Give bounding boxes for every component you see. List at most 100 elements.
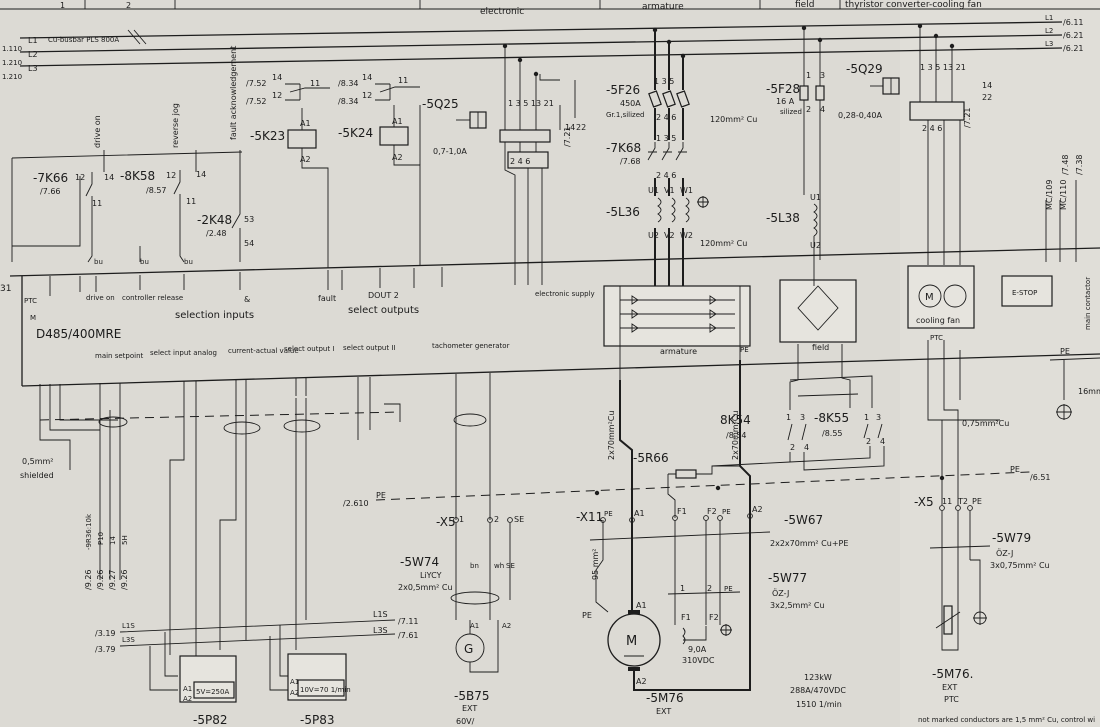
- armature-thyristor-box: [603, 285, 751, 347]
- svg-text:A2: A2: [752, 505, 763, 514]
- svg-text:MC/110: MC/110: [1059, 180, 1068, 210]
- svg-text:PE: PE: [1060, 347, 1070, 356]
- svg-text:A2: A2: [502, 622, 511, 630]
- header-thyristor-cooling-fan: thyristor converter-cooling fan: [845, 0, 982, 10]
- busbar-l2-ref-left: 1.210: [2, 59, 22, 67]
- relay-5k23: -5K23 A1 A2: [250, 108, 329, 268]
- svg-text:2x70mm²Cu: 2x70mm²Cu: [607, 411, 616, 460]
- svg-text:A1: A1: [392, 117, 403, 126]
- svg-text:/3.79: /3.79: [95, 645, 116, 654]
- cable-5w74: -5W74 LiYCY 2x0,5mm² Cu bn wh SE: [398, 555, 515, 605]
- svg-text:4: 4: [820, 105, 825, 114]
- contactor-7k68: -7K68 /7.68 1 3 5 2 4 6: [606, 134, 690, 180]
- svg-text:2: 2: [790, 443, 795, 452]
- converter-dout2: DOUT 2: [368, 291, 399, 300]
- svg-text:1: 1: [806, 71, 811, 80]
- converter-ref-31: 31: [0, 284, 11, 294]
- svg-text:ÖZ-J: ÖZ-J: [772, 588, 789, 598]
- busbar-l3-right: L3: [1045, 40, 1053, 48]
- relay-5k24: -5K24 A1 A2: [338, 105, 421, 265]
- cable-5w67-name: -5W67: [784, 513, 823, 527]
- svg-text:wh: wh: [494, 562, 504, 570]
- svg-text:120mm² Cu: 120mm² Cu: [700, 239, 747, 248]
- ptc-terminal-x5: -X5 11 T2 PE 0,75mm²Cu: [914, 340, 1009, 640]
- converter-drive-on: drive on: [86, 294, 115, 302]
- busbar-l1-label: L1: [28, 36, 38, 45]
- field-rectifier-icon: [797, 285, 839, 331]
- converter-top-border: [9, 247, 1100, 277]
- svg-text:/9.26: /9.26: [84, 569, 93, 590]
- motor-5m76: M A1 A2 PE 95 mm² F1 F2 9,0A 310VDC -5M7…: [582, 516, 846, 716]
- header-column-2: 2: [126, 1, 131, 10]
- svg-text:1510 1/min: 1510 1/min: [796, 700, 842, 709]
- ptc-x5-name: -X5: [914, 495, 934, 509]
- svg-text:4: 4: [880, 437, 885, 446]
- svg-text:silized: silized: [780, 108, 802, 116]
- svg-text:0,75mm²Cu: 0,75mm²Cu: [962, 419, 1009, 428]
- busbar-l3-ref-right: /6.21: [1063, 44, 1084, 53]
- ptc-5m76: -5M76. EXT PTC: [932, 559, 987, 704]
- svg-text:/7.38: /7.38: [1075, 154, 1084, 175]
- tacho-5b75-name: -5B75: [454, 689, 489, 703]
- converter-select-input-analog: select input analog: [150, 349, 217, 357]
- svg-text:A1: A1: [290, 678, 299, 686]
- svg-text:bu: bu: [184, 258, 193, 266]
- cable-5w79-name: -5W79: [992, 531, 1031, 545]
- shield-ellipse-4: [453, 413, 487, 427]
- armature-box-label: armature: [660, 347, 697, 356]
- svg-text:PE: PE: [740, 346, 749, 354]
- tacho-5b75: G A1 A2 -5B75 EXT 60V/: [454, 620, 511, 726]
- svg-text:U2: U2: [810, 241, 821, 250]
- cable-5w74-name: -5W74: [400, 555, 439, 569]
- svg-text:11: 11: [398, 76, 408, 85]
- svg-text:shielded: shielded: [20, 471, 54, 480]
- motor-terminal-x11: -X11 PE A1 F1 F2 PE A2: [576, 505, 763, 524]
- contacts-8k54-8k55: 8K54 /8.54 -8K55 /8.55 1 3 2 4 1 3 2 4: [711, 344, 885, 471]
- svg-text:MC/109: MC/109: [1045, 180, 1054, 210]
- meter-5p82-name: -5P82: [193, 713, 227, 727]
- svg-text:bu: bu: [94, 258, 103, 266]
- svg-text:14: 14: [104, 173, 114, 182]
- svg-text:0,28-0,40A: 0,28-0,40A: [838, 111, 883, 120]
- signal-wiring: 0,5mm² shielded: [20, 391, 491, 670]
- svg-text:W2: W2: [680, 231, 693, 240]
- svg-text:5V=250A: 5V=250A: [196, 688, 229, 696]
- breaker-5q25-name: -5Q25: [422, 97, 459, 111]
- reactor-5l38-name: -5L38: [766, 211, 800, 225]
- right-pe-ground: PE 16mm²: [1049, 347, 1100, 420]
- resistor-5r66: -5R66: [633, 451, 740, 518]
- cable-5w67: -5W67 2x2x70mm² Cu+PE: [589, 513, 848, 548]
- svg-text:L3S: L3S: [122, 636, 135, 644]
- svg-text:11: 11: [186, 197, 196, 206]
- svg-text:A1: A1: [470, 622, 479, 630]
- svg-text:/3.19: /3.19: [95, 629, 116, 638]
- shield-ellipse-1: [98, 416, 128, 428]
- main-contactor-label: main contactor: [1084, 277, 1092, 330]
- svg-text:2x70mm²Cu: 2x70mm²Cu: [731, 411, 740, 460]
- svg-text:/8.34: /8.34: [338, 79, 359, 88]
- meter-5p83: A1 A2 10V=70 1/min -5P83: [287, 653, 351, 727]
- svg-text:A1: A1: [183, 685, 192, 693]
- fuses-5f26-name: -5F26: [606, 83, 640, 97]
- svg-text:L1S: L1S: [122, 622, 135, 630]
- busbar-l3-label: L3: [28, 64, 38, 73]
- svg-text:1 3 5 13 21: 1 3 5 13 21: [920, 63, 966, 72]
- svg-text:PE: PE: [604, 510, 613, 518]
- converter-electronic-supply: electronic supply: [535, 290, 595, 298]
- svg-text:A1: A1: [300, 119, 311, 128]
- svg-text:A2: A2: [392, 153, 403, 162]
- svg-text:2: 2: [866, 437, 871, 446]
- svg-text:2x0,5mm² Cu: 2x0,5mm² Cu: [398, 583, 453, 592]
- svg-text:14: 14: [272, 73, 282, 82]
- busbar-group: 1.110 1.210 1.210 L1 L2 L3 Cu-busbar PLS…: [2, 14, 1084, 81]
- ptc-sensor-icon: [943, 605, 953, 635]
- svg-text:/7.61: /7.61: [398, 631, 419, 640]
- ptc-5m76-name: -5M76.: [932, 667, 973, 681]
- svg-text:G: G: [464, 642, 473, 656]
- svg-text:2x2x70mm² Cu+PE: 2x2x70mm² Cu+PE: [770, 539, 848, 548]
- svg-text:/7.66: /7.66: [40, 187, 61, 196]
- busbar-l2-right: L2: [1045, 27, 1053, 35]
- svg-text:/7.52: /7.52: [246, 79, 267, 88]
- armature-feed-wires: [654, 30, 684, 300]
- contact-7k66: -7K66: [33, 171, 68, 185]
